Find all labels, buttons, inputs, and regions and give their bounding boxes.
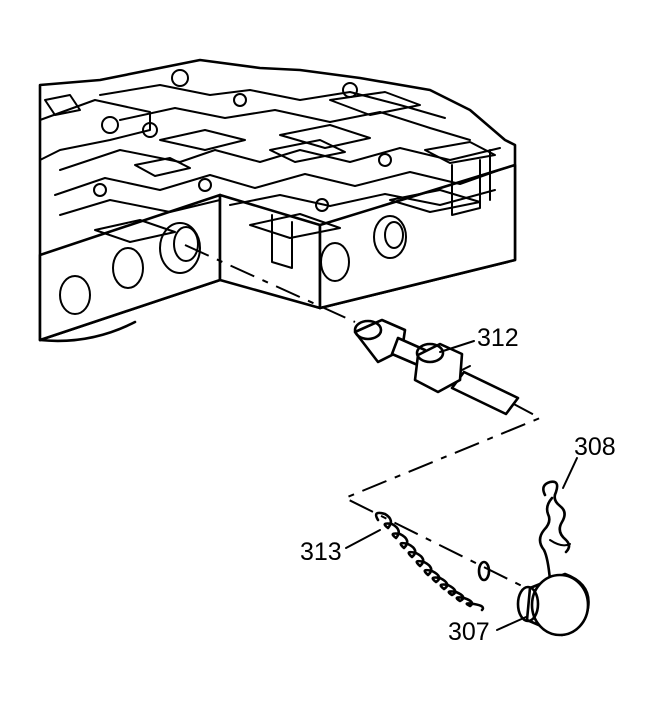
callout-308: 308 (574, 433, 616, 461)
spring-313 (374, 511, 491, 612)
callout-307: 307 (448, 618, 490, 646)
valve-body (38, 58, 517, 343)
assembly-axis (184, 244, 543, 591)
callout-313: 313 (300, 538, 342, 566)
plug-307 (516, 572, 590, 637)
valve-312 (353, 318, 520, 416)
leader-lines (345, 340, 578, 631)
clip-308 (538, 480, 571, 582)
callout-312: 312 (477, 324, 519, 352)
